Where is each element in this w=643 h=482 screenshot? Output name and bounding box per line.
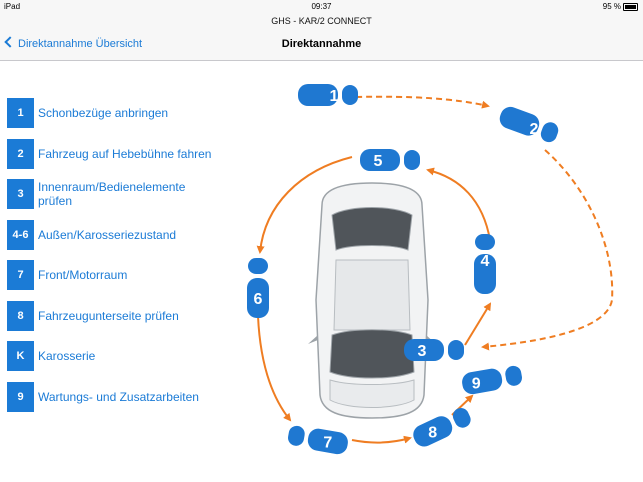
svg-text:5: 5 (374, 153, 383, 170)
back-button[interactable]: Direktannahme Übersicht (4, 29, 143, 60)
step-label: Fahrzeug auf Hebebühne fahren (38, 147, 212, 161)
step-item-8[interactable]: 8 Fahrzeugunterseite prüfen (7, 301, 237, 331)
walkaround-path (256, 95, 614, 444)
step-number-badge: 2 (7, 139, 34, 169)
status-bar: iPad 09:37 95 % (0, 0, 643, 13)
vehicle-walkaround-diagram: 1 2 3 4 5 6 7 8 9 (247, 84, 614, 456)
page-title: Direktannahme (281, 38, 362, 50)
step-label: Wartungs- und Zusatzarbeiten (38, 390, 199, 404)
step-item-2[interactable]: 2 Fahrzeug auf Hebebühne fahren (7, 139, 237, 169)
step-item-3[interactable]: 3 Innenraum/Bedienelemente prüfen (7, 179, 237, 209)
step-number-badge: 3 (7, 179, 34, 209)
step-label: Schonbezüge anbringen (38, 106, 169, 120)
back-button-label: Direktannahme Übersicht (18, 38, 143, 50)
step-label: Fahrzeugunterseite prüfen (38, 309, 179, 323)
footprint-6-icon: 6 (247, 258, 269, 318)
step-label: Front/Motorraum (38, 268, 128, 282)
battery-percent: 95 % (602, 2, 621, 11)
svg-text:6: 6 (254, 291, 263, 308)
step-item-1[interactable]: 1 Schonbezüge anbringen (7, 98, 237, 128)
footprint-5-icon: 5 (360, 149, 420, 171)
step-number-badge: 7 (7, 260, 34, 290)
footprint-9-icon: 9 (460, 363, 524, 396)
svg-text:4: 4 (481, 253, 490, 270)
svg-text:1: 1 (330, 88, 339, 105)
clock: 09:37 (311, 2, 332, 11)
svg-text:9: 9 (472, 375, 481, 392)
car-top-view-icon (308, 182, 436, 419)
footprint-3-icon: 3 (404, 339, 464, 361)
step-label: Karosserie (38, 349, 96, 363)
step-label: Außen/Karosseriezustand (38, 228, 177, 242)
step-item-k[interactable]: K Karosserie (7, 341, 237, 371)
navigation-bar: Direktannahme Übersicht Direktannahme (0, 29, 643, 61)
step-number-badge: 8 (7, 301, 34, 331)
step-label: Innenraum/Bedienelemente prüfen (38, 180, 186, 208)
svg-text:8: 8 (428, 424, 437, 441)
battery-icon (623, 3, 638, 11)
step-number-badge: 9 (7, 382, 34, 412)
step-number-badge: 4-6 (7, 220, 34, 250)
step-number-badge: 1 (7, 98, 34, 128)
footprint-4-icon: 4 (474, 234, 496, 294)
device-name: iPad (4, 2, 21, 11)
svg-text:2: 2 (529, 121, 538, 138)
step-item-4-6[interactable]: 4-6 Außen/Karosseriezustand (7, 220, 237, 250)
footprint-2-icon: 2 (496, 104, 561, 146)
footprint-1-icon: 1 (298, 84, 358, 106)
app-title: GHS - KAR/2 CONNECT (0, 13, 643, 29)
svg-text:3: 3 (418, 343, 427, 360)
step-item-7[interactable]: 7 Front/Motorraum (7, 260, 237, 290)
footprint-7-icon: 7 (286, 423, 350, 456)
step-number-badge: K (7, 341, 34, 371)
footprint-8-icon: 8 (409, 404, 474, 450)
svg-text:7: 7 (323, 434, 332, 451)
step-item-9[interactable]: 9 Wartungs- und Zusatzarbeiten (7, 382, 237, 412)
